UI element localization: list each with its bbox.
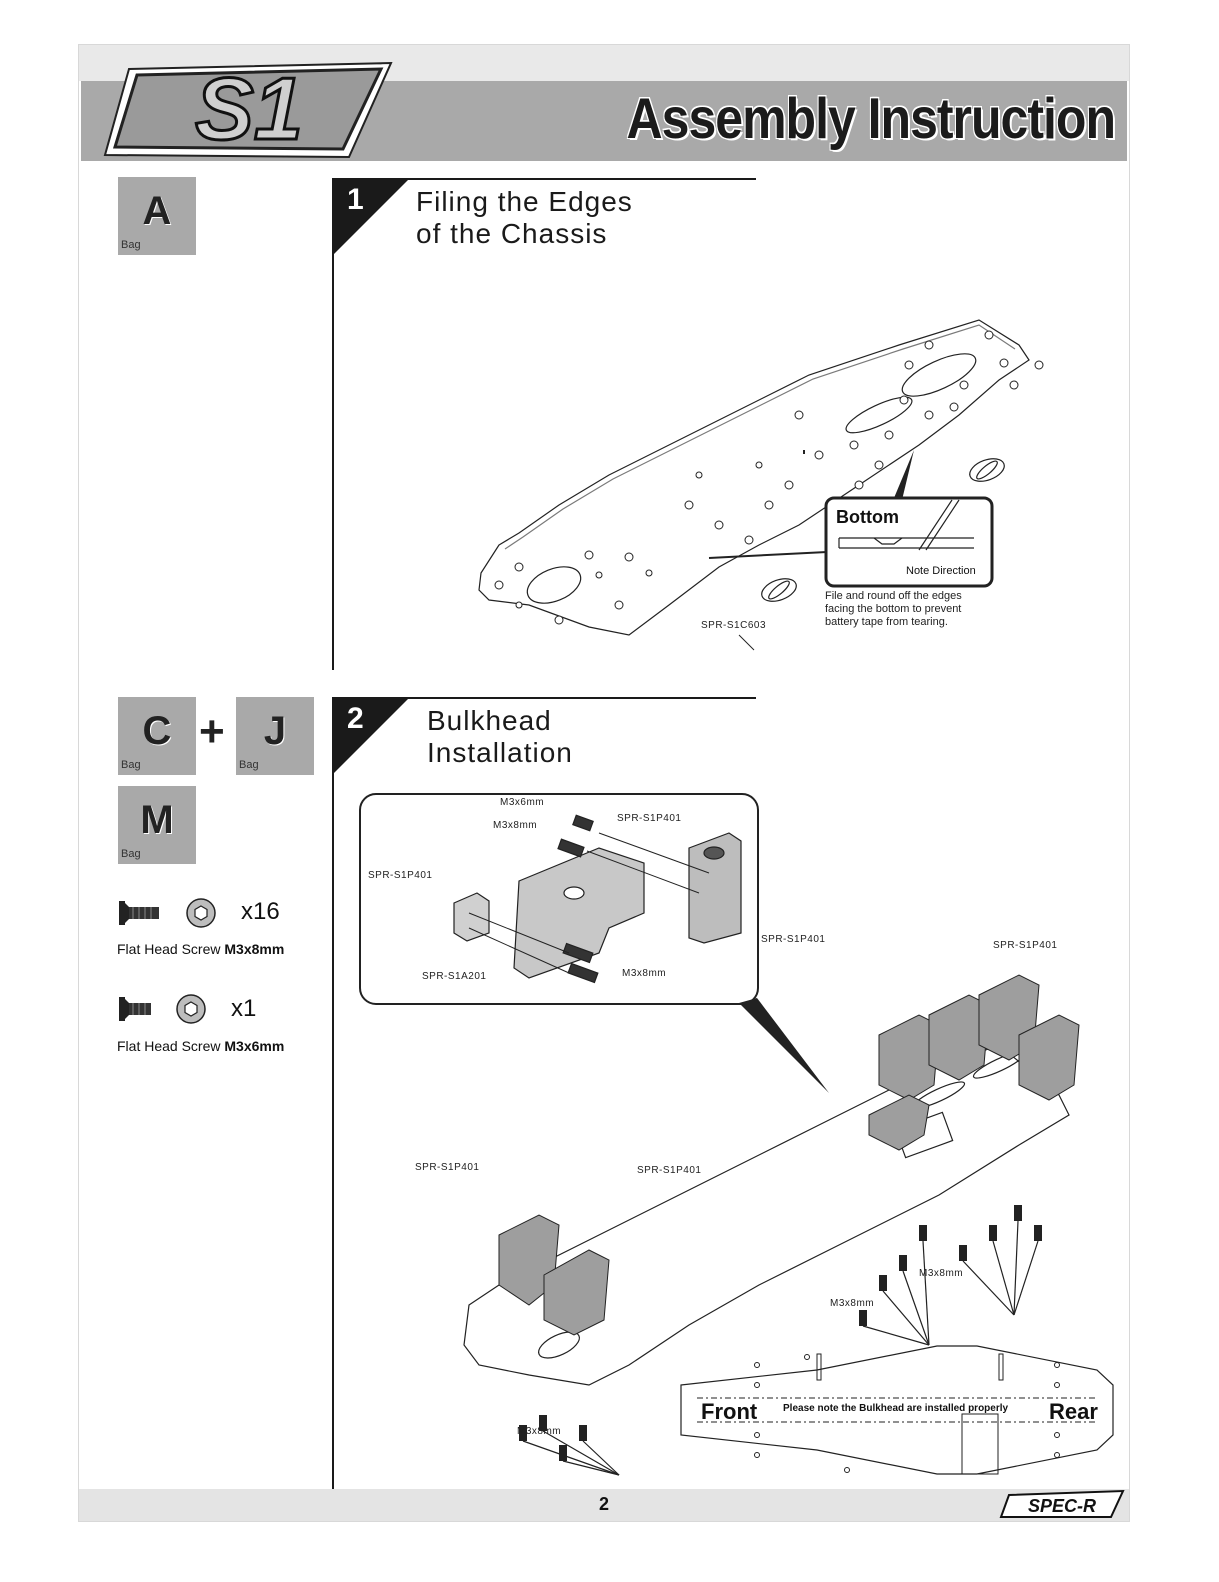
main-label-p401-b: SPR-S1P401 (993, 940, 1058, 951)
bag-letter: J (263, 709, 287, 753)
screw-qty-m3x8: x16 (241, 898, 280, 925)
step1-title-line1: Filing the Edges (416, 186, 633, 217)
filing-note-line3: battery tape from tearing. (825, 616, 948, 628)
bag-sub: Bag (239, 759, 259, 771)
inset-label-p401-top: SPR-S1P401 (617, 813, 682, 824)
chassis-plate-drawing (478, 319, 1044, 651)
screw-size: M3x6mm (224, 1038, 285, 1054)
bag-c: C Bag (118, 697, 196, 775)
bag-sub: Bag (121, 759, 141, 771)
spec-r-logo: SPEC-R (999, 1489, 1125, 1518)
screw-type: Flat Head Screw (117, 941, 225, 957)
screw-size: M3x8mm (224, 941, 285, 957)
inset-label-m3x8-bottom: M3x8mm (622, 968, 667, 979)
bag-sub: Bag (121, 848, 141, 860)
main-label-p401-a: SPR-S1P401 (761, 934, 826, 945)
step1-marker (332, 178, 410, 256)
screw-caption-m3x6: Flat Head Screw M3x6mm (117, 1038, 284, 1054)
screw-type: Flat Head Screw (117, 1038, 225, 1054)
bulkhead-install-note: Please note the Bulkhead are installed p… (783, 1403, 1009, 1414)
main-label-m3x8-a: M3x8mm (919, 1268, 964, 1279)
main-label-m3x8-c: M3x8mm (517, 1426, 562, 1437)
front-label: Front (701, 1399, 758, 1424)
flat-head-screw-icon (119, 901, 159, 925)
rear-label: Rear (1049, 1399, 1098, 1424)
page-title: Assembly Instruction (626, 86, 1116, 151)
step2-divider (332, 697, 334, 1491)
spec-r-logo-text: SPEC-R (1028, 1496, 1096, 1516)
main-label-p401-d: SPR-S1P401 (637, 1165, 702, 1176)
chassis-top-view (680, 1345, 1114, 1475)
step2-title-line1: Bulkhead (427, 705, 552, 736)
main-label-m3x8-b: M3x8mm (830, 1298, 875, 1309)
chassis-part-label: SPR-S1C603 (701, 620, 767, 631)
bag-j: J Bag (236, 697, 314, 775)
s1-logo-text: S1 (195, 59, 303, 158)
s1-logo: S1 (103, 58, 393, 160)
bulkhead-exploded-inset (359, 793, 829, 1093)
flat-head-screw-short-icon (119, 997, 151, 1021)
step1-number: 1 (347, 183, 364, 216)
step1-title-line2: of the Chassis (416, 218, 608, 249)
step2-marker (332, 697, 410, 775)
inset-label-m3x6: M3x6mm (500, 797, 545, 808)
screw-caption-m3x8: Flat Head Screw M3x8mm (117, 941, 284, 957)
manual-page: S1 Assembly Instruction A Bag 1 Filing t… (78, 44, 1130, 1522)
step2-number: 2 (347, 702, 364, 735)
page-number: 2 (598, 1494, 609, 1514)
filing-note-line2: facing the bottom to prevent (825, 603, 962, 615)
inset-label-a201: SPR-S1A201 (422, 971, 487, 982)
plus-sign: + (199, 707, 225, 756)
callout-direction: Note Direction (906, 565, 976, 577)
bag-m: M Bag (118, 786, 196, 864)
bulkhead-main-assembly (463, 974, 1080, 1476)
hex-socket-icon (176, 994, 206, 1024)
bag-letter: C (142, 709, 172, 753)
step2-rule (332, 697, 756, 699)
step1-divider (332, 178, 334, 670)
bottom-callout-drawing (708, 450, 994, 588)
step2-title-line2: Installation (427, 737, 573, 768)
screw-qty-m3x6: x1 (231, 995, 257, 1022)
filing-note-line1: File and round off the edges (825, 590, 962, 602)
main-label-p401-c: SPR-S1P401 (415, 1162, 480, 1173)
hex-socket-icon (186, 898, 216, 928)
bag-sub: Bag (121, 239, 141, 251)
inset-label-m3x8-top: M3x8mm (493, 820, 538, 831)
step1-rule (332, 178, 756, 180)
footer-bar (79, 1489, 1129, 1521)
bag-a: A Bag (118, 177, 196, 255)
bag-letter: M (140, 798, 174, 842)
callout-title: Bottom (836, 507, 899, 527)
bag-letter: A (142, 189, 172, 233)
inset-label-p401-left: SPR-S1P401 (368, 870, 433, 881)
